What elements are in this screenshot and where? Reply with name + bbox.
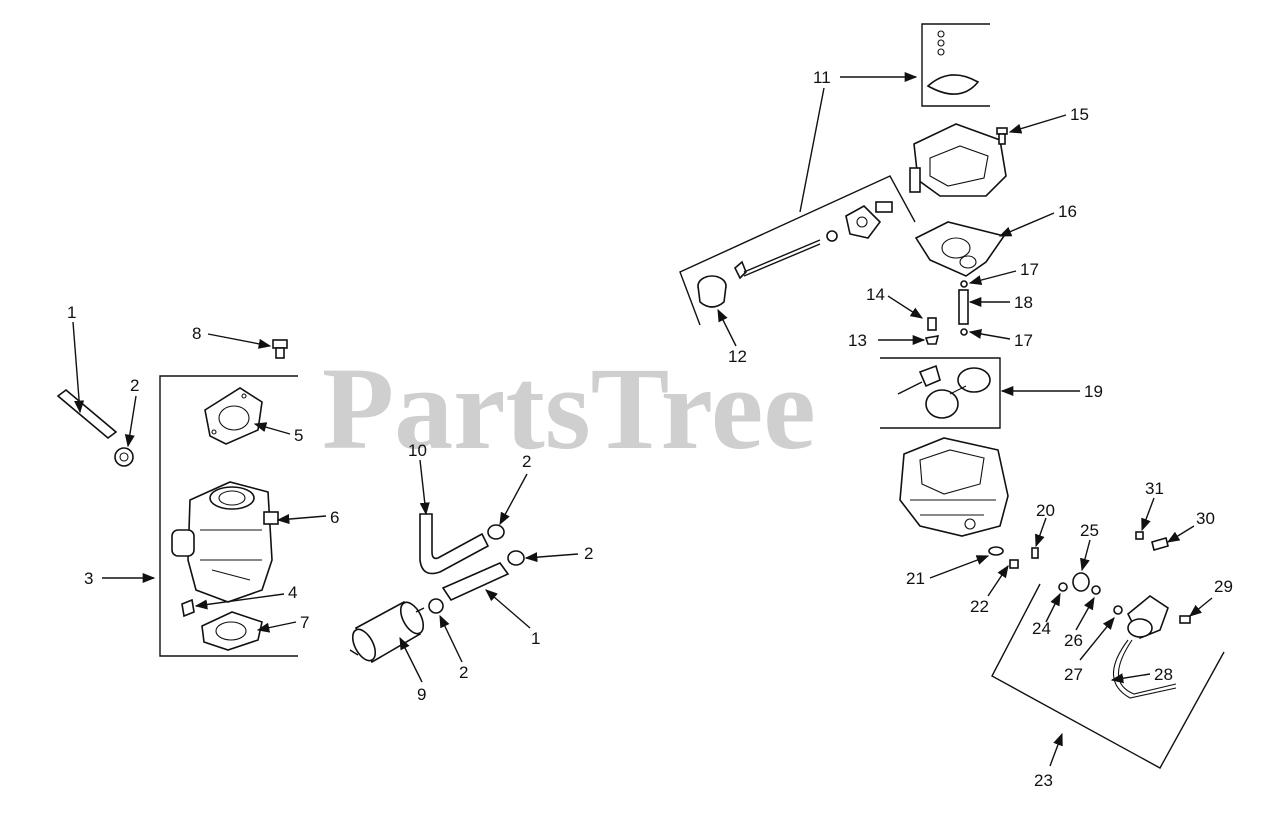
- callout-2-middle-right[interactable]: 2: [584, 544, 593, 563]
- callout-20[interactable]: 20: [1036, 501, 1055, 520]
- part-11-throttle-shaft[interactable]: [734, 201, 893, 280]
- part-31-washer[interactable]: [1135, 531, 1144, 540]
- part-19-float[interactable]: [897, 364, 991, 419]
- part-14-seat[interactable]: [927, 317, 937, 331]
- part-25-solenoid-nut[interactable]: [1072, 572, 1090, 592]
- part-29-screw[interactable]: [1179, 615, 1191, 624]
- part-11-inset-diaphragm-kit[interactable]: [926, 30, 980, 95]
- callout-4[interactable]: 4: [288, 583, 297, 602]
- callout-26[interactable]: 26: [1064, 631, 1083, 650]
- watermark-logo: PartsTree: [322, 343, 816, 474]
- part-26-oring[interactable]: [1091, 585, 1101, 595]
- callout-8[interactable]: 8: [192, 324, 201, 343]
- callout-17-bottom[interactable]: 17: [1014, 331, 1033, 350]
- part-10-fuel-hose[interactable]: [419, 513, 490, 575]
- part-30-screw[interactable]: [1151, 537, 1169, 551]
- part-17-oring-top[interactable]: [960, 280, 968, 288]
- callout-labels: 1 2 8 5 6 3 4 7 10 2 2 1 2 9 11 12 15 16…: [67, 68, 1233, 790]
- bracket-group-19: [880, 357, 1001, 429]
- callout-23[interactable]: 23: [1034, 771, 1053, 790]
- callout-30[interactable]: 30: [1196, 509, 1215, 528]
- callout-9[interactable]: 9: [417, 685, 426, 704]
- callout-25[interactable]: 25: [1080, 521, 1099, 540]
- part-27-washer[interactable]: [1113, 605, 1123, 615]
- part-6-carburetor[interactable]: [171, 481, 279, 603]
- part-5-gasket[interactable]: [204, 387, 263, 445]
- callout-16[interactable]: 16: [1058, 202, 1077, 221]
- callout-12[interactable]: 12: [728, 347, 747, 366]
- part-2-clamp-middle-bottom[interactable]: [428, 598, 444, 614]
- part-8-screw[interactable]: [272, 339, 288, 359]
- callout-1-middle[interactable]: 1: [531, 629, 540, 648]
- bracket-inset-kit: [921, 23, 990, 107]
- callout-11[interactable]: 11: [813, 68, 831, 87]
- part-13-clip[interactable]: [924, 335, 940, 345]
- callout-18[interactable]: 18: [1014, 293, 1033, 312]
- part-16-gasket[interactable]: [914, 221, 1006, 277]
- part-18-needle[interactable]: [958, 289, 969, 325]
- bracket-group-23: [991, 583, 1225, 769]
- callout-10[interactable]: 10: [408, 441, 427, 460]
- callout-19[interactable]: 19: [1084, 382, 1103, 401]
- callout-3[interactable]: 3: [84, 569, 93, 588]
- carburetor-upper-body[interactable]: [909, 123, 1007, 197]
- callout-31[interactable]: 31: [1145, 479, 1164, 498]
- part-22-screw[interactable]: [1009, 559, 1019, 569]
- callout-2-middle-bottom[interactable]: 2: [459, 663, 468, 682]
- callout-2-left[interactable]: 2: [130, 376, 139, 395]
- callout-22[interactable]: 22: [970, 597, 989, 616]
- part-2-clamp-left[interactable]: [114, 447, 134, 467]
- part-1-fuel-line-left[interactable]: [56, 388, 118, 440]
- part-28-solenoid[interactable]: [1113, 595, 1177, 699]
- callout-15[interactable]: 15: [1070, 105, 1089, 124]
- part-2-clamp-middle-right[interactable]: [507, 550, 525, 566]
- callout-5[interactable]: 5: [294, 426, 303, 445]
- part-21-spring[interactable]: [988, 546, 1004, 556]
- callout-28[interactable]: 28: [1154, 665, 1173, 684]
- callout-7[interactable]: 7: [300, 613, 309, 632]
- callout-21[interactable]: 21: [906, 569, 925, 588]
- callout-13[interactable]: 13: [848, 331, 867, 350]
- callout-24[interactable]: 24: [1032, 619, 1051, 638]
- callout-6[interactable]: 6: [330, 508, 339, 527]
- callout-17-top[interactable]: 17: [1020, 260, 1039, 279]
- carburetor-lower-body[interactable]: [899, 437, 1009, 537]
- callout-14[interactable]: 14: [866, 285, 885, 304]
- leader-lines: [72, 71, 1213, 767]
- part-20-screw[interactable]: [1031, 547, 1039, 559]
- part-2-clamp-middle-top[interactable]: [487, 524, 505, 540]
- part-7-gasket[interactable]: [201, 611, 263, 651]
- bracket-group-11: [679, 175, 916, 326]
- callout-1-left[interactable]: 1: [67, 303, 76, 322]
- callout-29[interactable]: 29: [1214, 577, 1233, 596]
- part-24-oring[interactable]: [1058, 582, 1068, 592]
- part-15-screw[interactable]: [996, 127, 1008, 145]
- part-17-oring-bottom[interactable]: [960, 328, 968, 336]
- bracket-group-3: [159, 375, 298, 657]
- callout-27[interactable]: 27: [1064, 665, 1083, 684]
- part-12-cup[interactable]: [697, 275, 727, 308]
- part-1-fuel-line-middle[interactable]: [441, 562, 510, 602]
- callout-2-middle-top[interactable]: 2: [522, 452, 531, 471]
- part-9-fuel-filter[interactable]: [348, 599, 428, 664]
- part-4-screw[interactable]: [181, 598, 195, 618]
